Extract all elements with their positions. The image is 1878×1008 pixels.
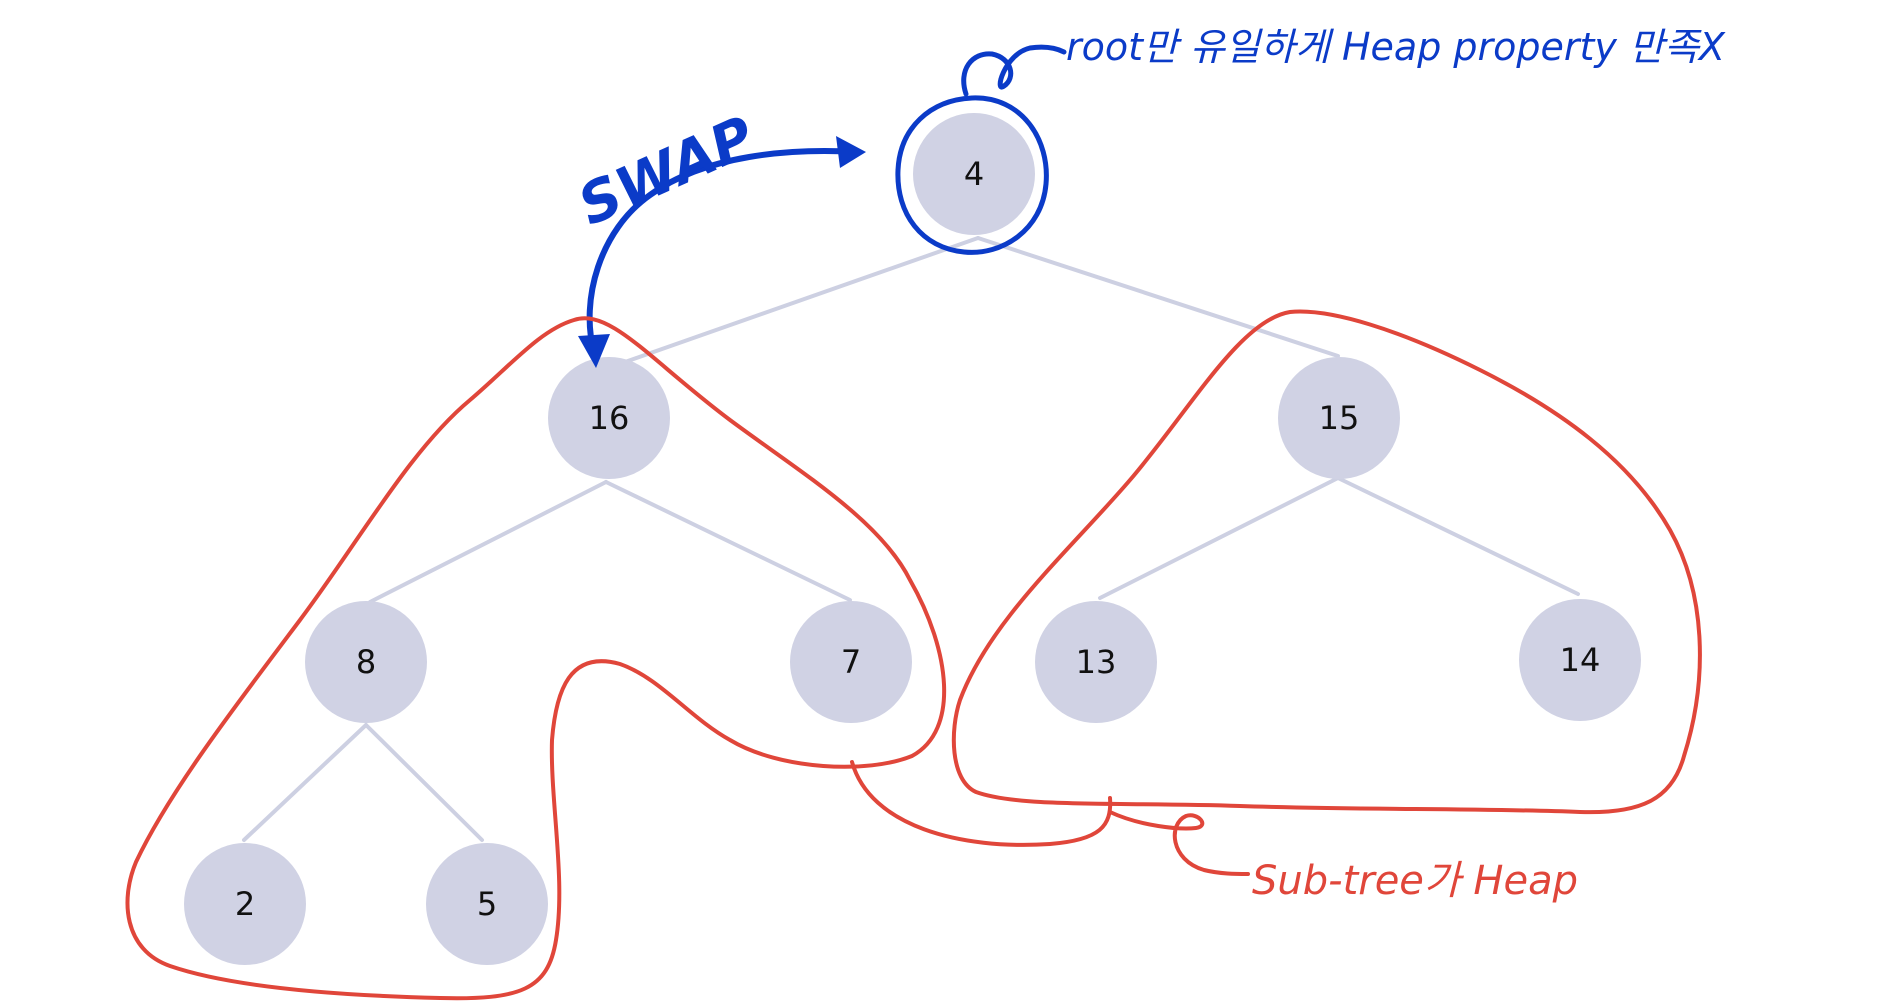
tree-node: 2 xyxy=(184,843,306,965)
tree-node: 14 xyxy=(1519,599,1641,721)
tree-node: 15 xyxy=(1278,357,1400,479)
edge-15-14 xyxy=(1336,476,1580,596)
subtree-callout-curl xyxy=(1108,810,1250,876)
edge-8-5 xyxy=(364,723,484,842)
tree-node: 16 xyxy=(548,357,670,479)
root-note: root만 유일하게 Heap property 만족X xyxy=(1066,25,1726,69)
tree-node: 4 xyxy=(913,113,1035,235)
node-label: 7 xyxy=(841,643,861,681)
swap-arrow xyxy=(586,148,861,355)
node-label: 14 xyxy=(1560,641,1601,679)
edge-16-7 xyxy=(604,480,852,602)
edge-4-16 xyxy=(606,236,980,370)
edge-16-8 xyxy=(368,480,608,604)
tree-node: 7 xyxy=(790,601,912,723)
root-callout-curl xyxy=(961,44,1067,97)
root-highlight-circle xyxy=(895,95,1049,255)
node-label: 16 xyxy=(589,399,630,437)
root-annotation: root만 유일하게 Heap property 만족X xyxy=(895,25,1726,255)
right-subtree-outline xyxy=(951,309,1702,815)
left-subtree-outline xyxy=(125,316,947,1001)
arrowhead-icon xyxy=(836,136,866,168)
tree-edges xyxy=(242,236,1580,842)
subtree-connector xyxy=(850,760,1113,847)
node-label: 4 xyxy=(964,155,984,193)
edge-15-13 xyxy=(1098,476,1340,600)
tree-nodes: 4 16 15 8 7 13 14 2 xyxy=(184,113,1641,965)
node-label: 13 xyxy=(1076,643,1117,681)
edge-8-2 xyxy=(242,723,368,842)
arrowhead-icon xyxy=(578,334,610,368)
node-label: 5 xyxy=(477,885,497,923)
tree-node: 13 xyxy=(1035,601,1157,723)
subtree-note: Sub-tree가 Heap xyxy=(1252,858,1578,904)
tree-node: 5 xyxy=(426,843,548,965)
swap-label: SWAP xyxy=(569,104,764,238)
node-label: 2 xyxy=(235,885,255,923)
node-label: 15 xyxy=(1319,399,1360,437)
node-label: 8 xyxy=(356,643,376,681)
subtree-annotation: Sub-tree가 Heap xyxy=(125,309,1702,1001)
edge-4-15 xyxy=(976,236,1340,358)
tree-node: 8 xyxy=(305,601,427,723)
